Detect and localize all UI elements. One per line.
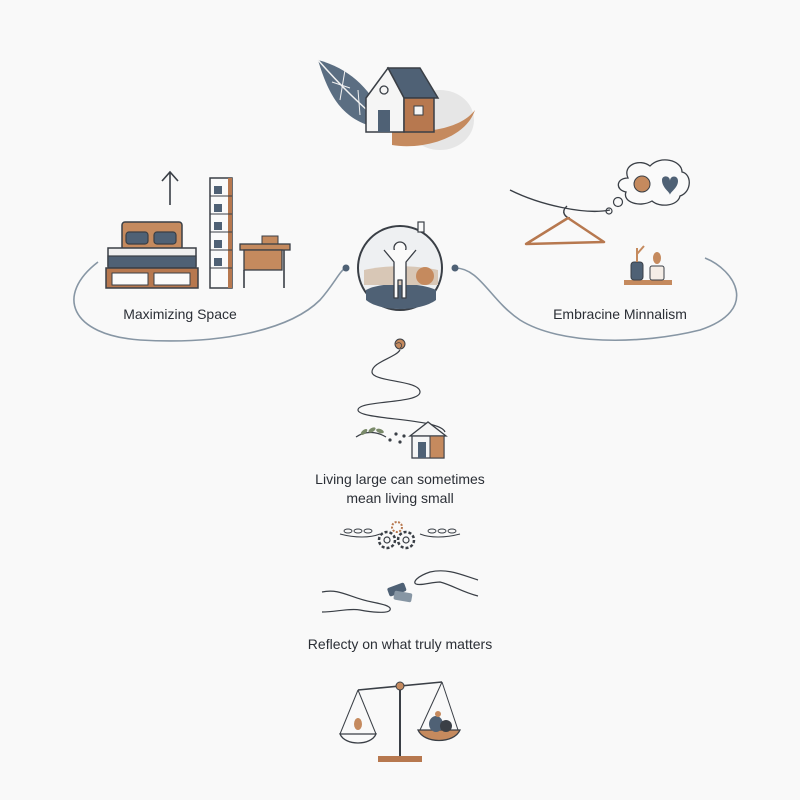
connector-dot-right — [451, 264, 459, 272]
vase-icon — [624, 245, 672, 285]
reflect-caption: Reflecty on what truly matters — [307, 636, 493, 652]
gears-laurel-icon — [339, 521, 461, 550]
shelf-icon — [209, 177, 233, 289]
connector-line-right — [454, 257, 738, 342]
small-house-icon — [355, 421, 448, 459]
desk-icon — [239, 235, 291, 288]
thought-bubble-icon — [605, 159, 690, 215]
bed-icon — [105, 221, 199, 289]
rose-icon — [394, 338, 406, 350]
up-arrow-icon — [161, 170, 179, 205]
living-large-line-1: Living large can sometimes — [315, 471, 485, 487]
maximizing-space-label: Maximizing Space — [123, 306, 237, 322]
living-large-line-2: mean living small — [346, 490, 454, 506]
person-sunrise-icon — [357, 221, 443, 311]
balance-scale-icon — [339, 681, 461, 762]
embracing-minimalism-label: Embracine Minnalism — [553, 306, 687, 322]
connector-line — [73, 261, 347, 342]
winding-path-icon — [357, 349, 446, 433]
hanger-icon — [509, 189, 611, 246]
hands-icon — [321, 570, 479, 613]
house-leaf-icon — [317, 59, 475, 150]
living-large-caption: Living large can sometimes mean living s… — [250, 470, 550, 508]
connector-dot-left — [342, 264, 350, 272]
